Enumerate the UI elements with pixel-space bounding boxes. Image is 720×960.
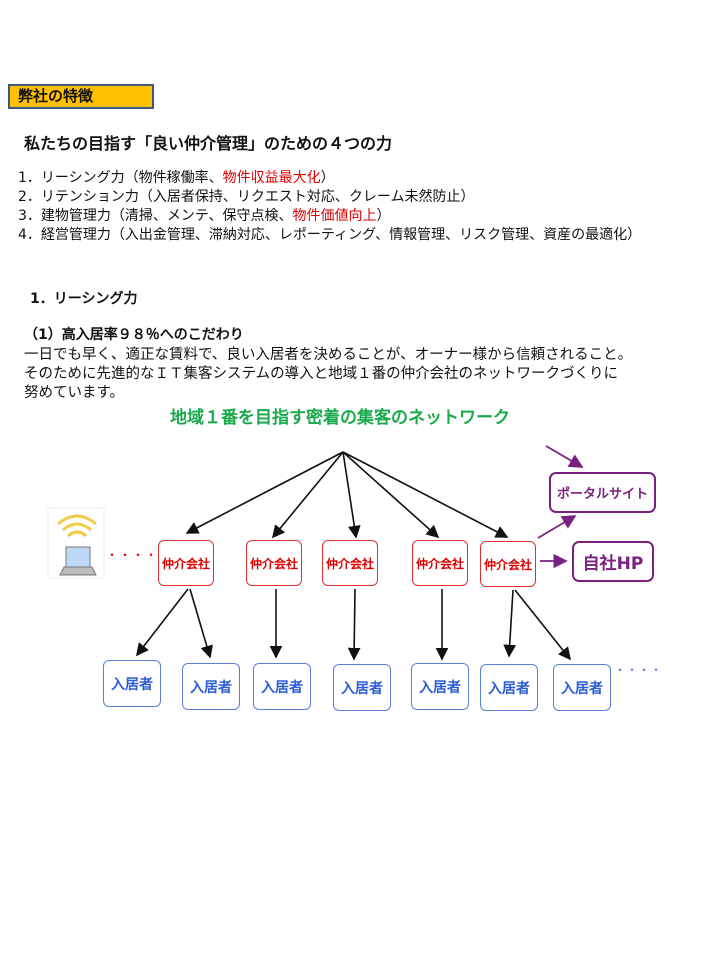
arrow-broker-resident — [503, 589, 517, 658]
list-text: 2．リテンション力（入居者保持、リクエスト対応、クレーム未然防止） — [18, 189, 475, 205]
section-heading: 1．リーシング力 — [30, 291, 138, 307]
arrow-broker-resident — [189, 588, 213, 659]
broker-box: 仲介会社 — [480, 541, 536, 587]
arrow-hub-broker-5 — [342, 451, 509, 538]
arrow-hub-broker-1 — [185, 451, 344, 534]
section-header-badge: 弊社の特徴 — [8, 84, 154, 109]
own-hp-box: 自社HP — [572, 541, 654, 582]
resident-box: 入居者 — [480, 664, 538, 711]
resident-box: 入居者 — [553, 664, 611, 711]
list-highlight: 物件価値向上 — [292, 208, 377, 224]
arrow-broker-resident — [347, 588, 361, 661]
list-text-end: ） — [376, 208, 391, 224]
arrow-broker-resident — [136, 588, 189, 657]
resident-box: 入居者 — [333, 664, 391, 711]
resident-box: 入居者 — [253, 663, 311, 710]
ellipsis-left: ・・・・ — [106, 548, 159, 562]
broker-box: 仲介会社 — [158, 540, 214, 586]
list-item: 4．経営管理力（入出金管理、滞納対応、レポーティング、情報管理、リスク管理、資産… — [18, 224, 641, 244]
broker-box: 仲介会社 — [322, 540, 378, 586]
list-text: 3．建物管理力（清掃、メンテ、保守点検、 — [18, 208, 293, 224]
arrow-broker-portal — [537, 515, 577, 539]
arrow-broker-resident — [514, 589, 571, 661]
laptop-wifi-icon — [47, 507, 105, 579]
list-text: 4．経営管理力（入出金管理、滞納対応、レポーティング、情報管理、リスク管理、資産… — [18, 227, 642, 243]
list-highlight: 物件収益最大化 — [222, 170, 321, 186]
arrow-to-portal — [545, 445, 584, 468]
body-line: そのために先進的なＩＴ集客システムの導入と地域１番の仲介会社のネットワークづくり… — [24, 366, 619, 382]
list-item: 1．リーシング力（物件稼働率、物件収益最大化） — [18, 167, 335, 187]
diagram-title: 地域１番を目指す密着の集客のネットワーク — [170, 408, 510, 428]
list-item: 2．リテンション力（入居者保持、リクエスト対応、クレーム未然防止） — [18, 186, 475, 206]
section-subheading: （1）高入居率９８％へのこだわり — [24, 327, 244, 343]
arrow-hub-broker-4 — [342, 451, 440, 539]
page-title: 私たちの目指す「良い仲介管理」のための４つの力 — [24, 134, 393, 153]
body-line: 一日でも早く、適正な賃料で、良い入居者を決めることが、オーナー様から信頼されるこ… — [24, 347, 633, 363]
resident-box: 入居者 — [182, 663, 240, 710]
body-line: 努めています。 — [24, 385, 125, 401]
list-text: 1．リーシング力（物件稼働率、 — [18, 170, 223, 186]
resident-box: 入居者 — [103, 660, 161, 707]
broker-box: 仲介会社 — [412, 540, 468, 586]
arrow-hub-broker-2 — [271, 451, 344, 539]
broker-box: 仲介会社 — [246, 540, 302, 586]
ellipsis-right: ・・・・ — [614, 663, 663, 677]
portal-site-box: ポータルサイト — [549, 472, 656, 513]
list-item: 3．建物管理力（清掃、メンテ、保守点検、物件価値向上） — [18, 205, 391, 225]
resident-box: 入居者 — [411, 663, 469, 710]
arrow-hub-broker-3 — [342, 451, 361, 539]
list-text-end: ） — [320, 170, 335, 186]
